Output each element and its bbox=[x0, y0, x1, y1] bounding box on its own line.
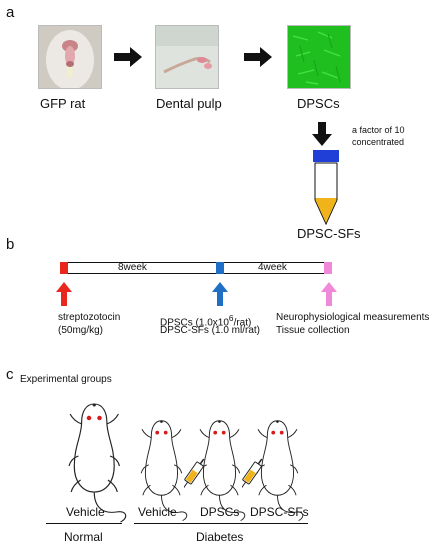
dpscs-label: DPSCs bbox=[297, 96, 340, 111]
normal-group-line bbox=[46, 523, 122, 524]
right-arrow-icon bbox=[244, 47, 272, 67]
concentration-note-line2: concentrated bbox=[352, 137, 405, 147]
down-arrow-icon bbox=[312, 122, 332, 146]
group-label-dpscs: DPSCs bbox=[200, 505, 240, 519]
dpscs-photo bbox=[287, 25, 351, 89]
syringe-dpsc-sfs-icon bbox=[242, 458, 263, 490]
category-label-diabetes: Diabetes bbox=[196, 530, 244, 544]
measurement-label-line2: Tissue collection bbox=[276, 325, 350, 336]
group-label-diabetes-vehicle: Vehicle bbox=[138, 505, 177, 519]
experimental-groups-title: Experimental groups bbox=[20, 374, 112, 385]
right-arrow-icon bbox=[114, 47, 142, 67]
segment-label-8week: 8week bbox=[118, 262, 147, 273]
dpsc-sfs-product-label: DPSC-SFs bbox=[297, 226, 361, 241]
centrifuge-tube-icon bbox=[313, 150, 339, 226]
dpsc-sfs-dose-label: DPSC-SFs (1.0 ml/rat) bbox=[160, 325, 261, 336]
dpscs-dose-label: DPSCs (1.0x106/rat) bbox=[160, 313, 252, 329]
stz-label-line1: streptozotocin bbox=[58, 312, 121, 323]
gfp-rat-photo bbox=[38, 25, 102, 89]
panel-a-letter: a bbox=[6, 4, 15, 21]
panel-c-letter: c bbox=[6, 366, 14, 383]
concentration-note-line1: a factor of 10 bbox=[352, 125, 405, 135]
timeline-mid-marker bbox=[216, 262, 224, 274]
gfp-rat-label: GFP rat bbox=[40, 96, 86, 111]
diabetes-group-line bbox=[134, 523, 308, 524]
red-up-arrow-icon bbox=[56, 282, 72, 306]
syringe-dpscs-icon bbox=[184, 458, 205, 490]
dental-pulp-photo bbox=[155, 25, 219, 89]
pink-up-arrow-icon bbox=[321, 282, 337, 306]
timeline-end-marker bbox=[324, 262, 332, 274]
timeline-start-marker bbox=[60, 262, 68, 274]
panel-b-letter: b bbox=[6, 236, 15, 253]
category-label-normal: Normal bbox=[64, 530, 103, 544]
stz-label-line2: (50mg/kg) bbox=[58, 325, 104, 336]
group-label-dpsc-sfs: DPSC-SFs bbox=[250, 505, 309, 519]
segment-label-4week: 4week bbox=[258, 262, 287, 273]
blue-up-arrow-icon bbox=[212, 282, 228, 306]
dental-pulp-label: Dental pulp bbox=[156, 96, 222, 111]
group-label-normal-vehicle: Vehicle bbox=[66, 505, 105, 519]
measurement-label-line1: Neurophysiological measurements bbox=[276, 312, 430, 323]
timeline-bar bbox=[60, 262, 332, 274]
